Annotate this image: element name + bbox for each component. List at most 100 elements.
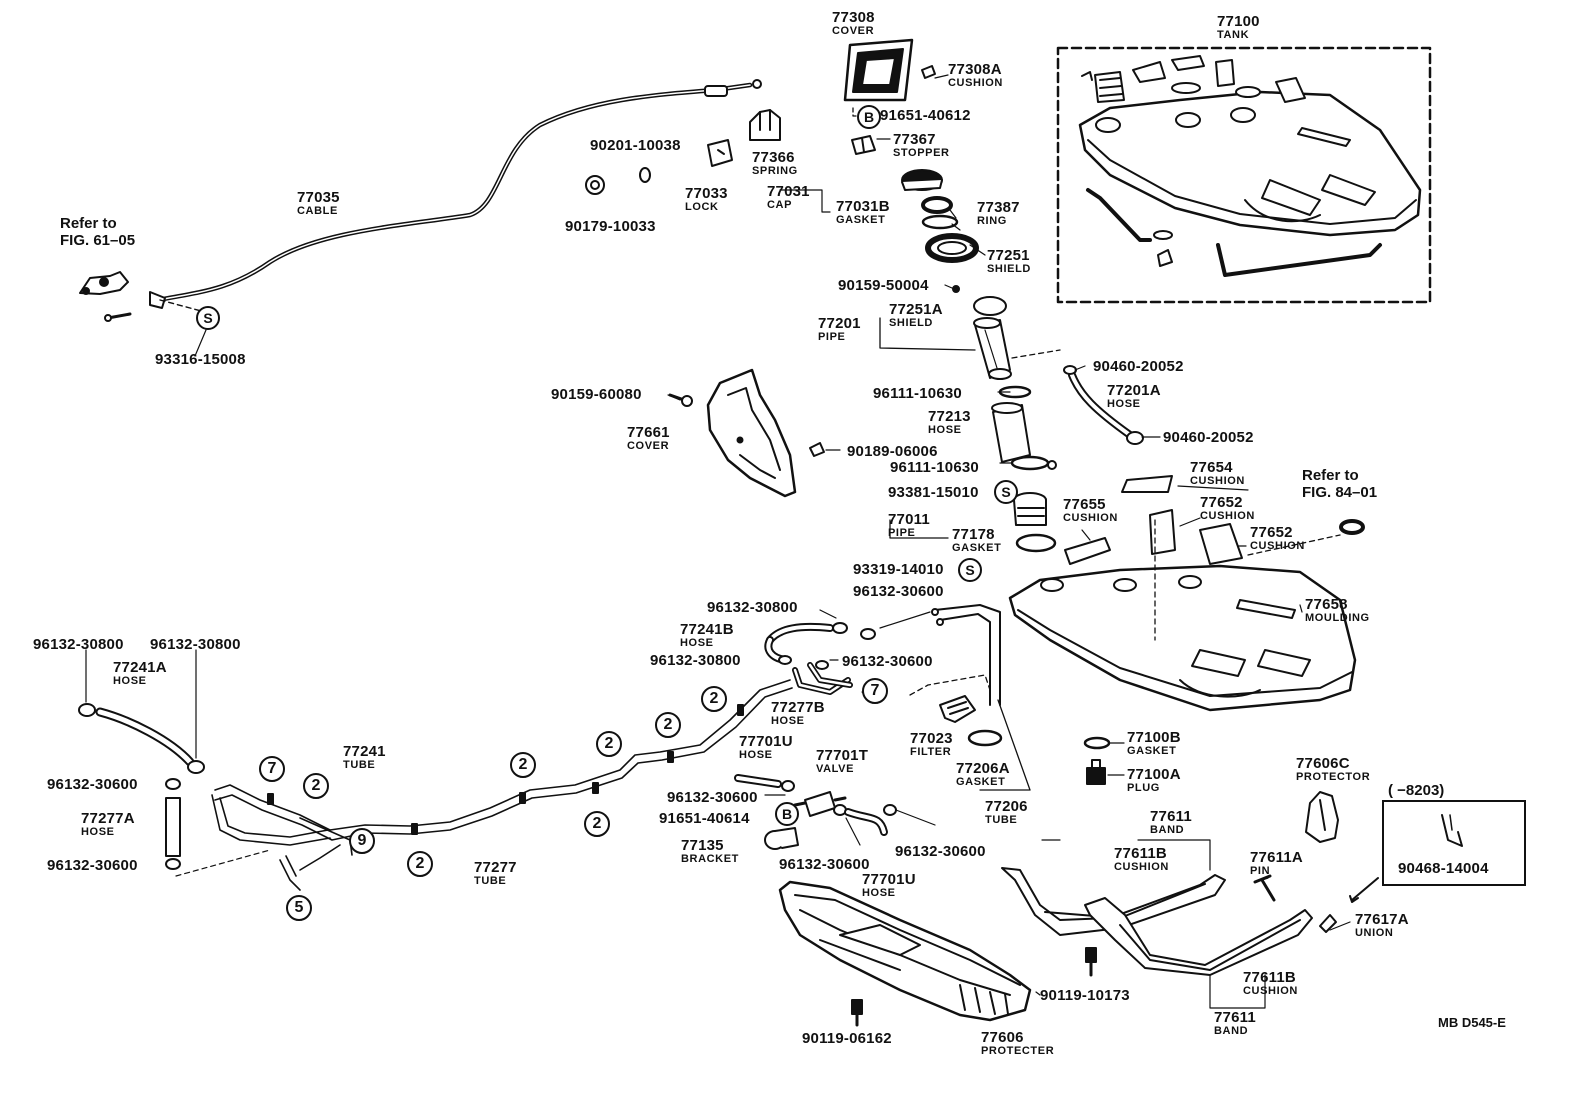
badge-2: 2 xyxy=(407,851,433,877)
hose-77277b xyxy=(792,662,853,695)
cushion-77652-b xyxy=(1199,523,1243,565)
badge-2: 2 xyxy=(655,712,681,738)
label-90159-50004: 90159-50004 xyxy=(838,277,929,294)
hose-77701u-b xyxy=(844,804,897,836)
gasket-77178 xyxy=(1015,533,1057,553)
label-96132-30800-e: 96132-30800 xyxy=(33,636,124,653)
badge-2: 2 xyxy=(596,731,622,757)
clamp-96111-10630-b xyxy=(1010,455,1050,471)
protector-77606 xyxy=(778,880,1032,1022)
label-96132-30600-i: 96132-30600 xyxy=(667,789,758,806)
hose-77241a xyxy=(78,649,205,774)
refer-bracket-61-05 xyxy=(79,271,129,295)
union-77617a xyxy=(1319,914,1337,933)
label-96132-30800-f: 96132-30800 xyxy=(150,636,241,653)
bolt-90159-60080 xyxy=(668,393,693,407)
label-90119-10173: 90119-10173 xyxy=(1040,987,1130,1004)
cushion-77652-a xyxy=(1149,509,1176,555)
tube-clips xyxy=(267,704,744,835)
bolt-90119-06162 xyxy=(851,999,863,1027)
label-93381-15010: 93381-15010 xyxy=(888,484,979,501)
pin-77611a xyxy=(1253,874,1276,902)
label-96111-10630-a: 96111-10630 xyxy=(873,385,962,402)
nut-90179 xyxy=(585,175,605,195)
label-96132-30600-b: 96132-30600 xyxy=(853,583,944,600)
badge-7: 7 xyxy=(259,756,285,782)
cover-77661 xyxy=(706,368,797,498)
label-96132-30600-h: 96132-30600 xyxy=(47,857,138,874)
label-96132-30600-k: 96132-30600 xyxy=(895,843,986,860)
cushion-77655 xyxy=(1064,537,1111,565)
label-90159-60080: 90159-60080 xyxy=(551,386,642,403)
badge-s: S xyxy=(958,558,982,582)
gasket-77206a xyxy=(967,729,1003,747)
inset-range: ( −8203) xyxy=(1388,782,1445,799)
bolt-90119-10173 xyxy=(1085,947,1097,977)
bracket-77201 xyxy=(879,317,976,351)
band-77611-lower xyxy=(1084,897,1313,976)
cover-77308 xyxy=(843,38,914,102)
screw-90159-50004 xyxy=(952,285,960,293)
badge-2: 2 xyxy=(303,773,329,799)
badge-5: 5 xyxy=(286,895,312,921)
tube-77206 xyxy=(931,604,1001,706)
valve-77701t xyxy=(793,791,847,817)
label-90201-10038: 90201-10038 xyxy=(590,137,681,154)
label-93319-14010: 93319-14010 xyxy=(853,561,944,578)
label-90179-10033: 90179-10033 xyxy=(565,218,656,235)
label-96132-30800-c: 96132-30800 xyxy=(650,652,741,669)
washer-90201 xyxy=(639,167,651,183)
label-90460-20052-a: 90460-20052 xyxy=(1093,358,1184,375)
label-90460-20052-b: 90460-20052 xyxy=(1163,429,1254,446)
protector-77606c xyxy=(1305,791,1339,843)
label-90119-06162: 90119-06162 xyxy=(802,1030,892,1047)
label-93316-15008: 93316-15008 xyxy=(155,351,246,368)
shield-77251 xyxy=(925,233,979,263)
tube-77241-77277 xyxy=(211,679,793,891)
pipe-77201 xyxy=(973,317,1012,380)
clip-90468 xyxy=(1441,814,1463,847)
clip-90189 xyxy=(809,442,825,457)
tank-77100-lower xyxy=(1008,564,1357,712)
hose-77701u-a xyxy=(734,774,795,792)
badge-s: S xyxy=(196,306,220,330)
label-96111-10630-b: 96111-10630 xyxy=(890,459,979,476)
label-96132-30600-g: 96132-30600 xyxy=(47,776,138,793)
tank-77100-upper xyxy=(1078,90,1422,237)
diagram-code: MB D545-E xyxy=(1438,1015,1506,1030)
hose-77201a xyxy=(1063,365,1144,445)
hose-77277a xyxy=(165,778,271,877)
grommet-84-01 xyxy=(1339,519,1365,535)
cushion-77308a xyxy=(921,65,936,79)
